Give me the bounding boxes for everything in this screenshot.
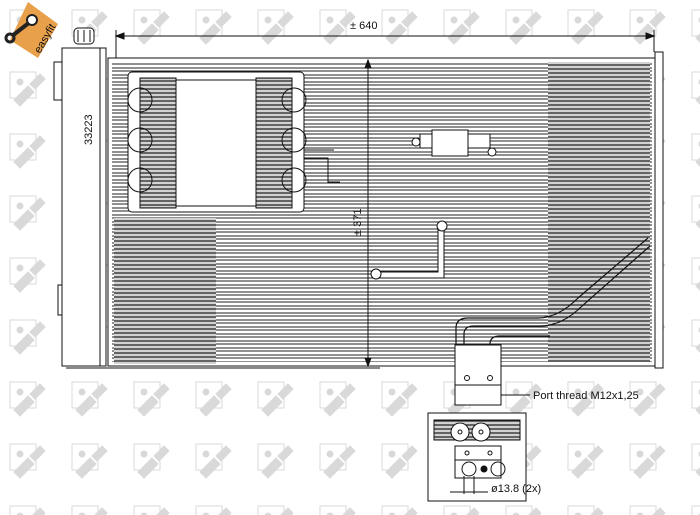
port-block: [454, 344, 530, 406]
port-thread-label: Port thread M12x1,25: [533, 390, 639, 402]
refrigerant-pipes: [455, 237, 651, 350]
height-dimension: [66, 58, 380, 369]
width-label: ± 640: [350, 20, 377, 32]
mounting-bracket-bottom: [370, 220, 448, 280]
fin-block-left: [114, 218, 216, 364]
height-label: ± 371: [352, 209, 364, 236]
part-number: 33223: [83, 114, 95, 145]
fin-block-right: [548, 62, 650, 362]
width-dimension: [114, 30, 656, 58]
port-detail-inset: [427, 412, 527, 502]
mounting-bracket-top: [411, 129, 497, 157]
coil-block: [127, 71, 340, 213]
receiver-dryer: [53, 27, 107, 367]
diameter-label: ø13.8 (2x): [491, 483, 541, 495]
